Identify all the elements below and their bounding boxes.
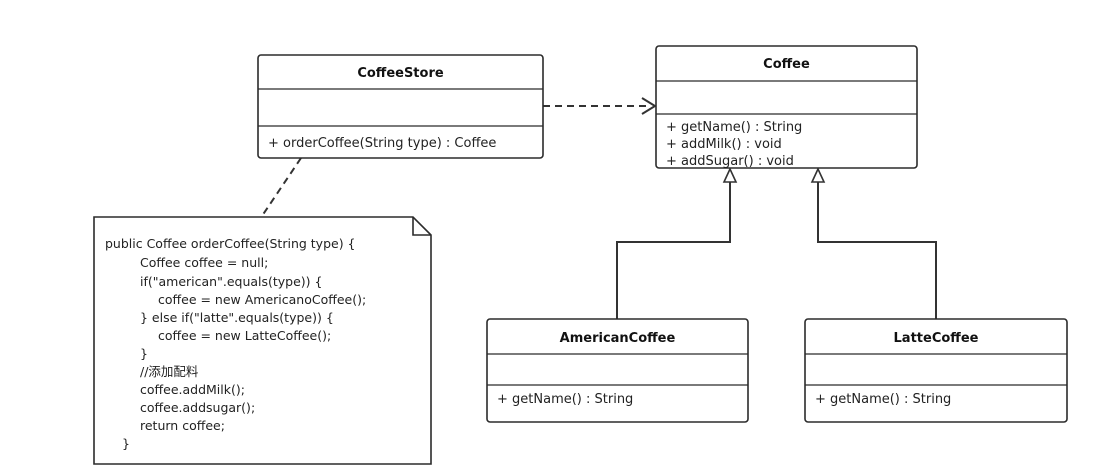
note-line: //添加配料 bbox=[140, 364, 199, 379]
note-anchor-line bbox=[261, 157, 302, 217]
method: + addSugar() : void bbox=[666, 154, 794, 169]
note-line: public Coffee orderCoffee(String type) { bbox=[105, 236, 356, 251]
note-line: } bbox=[140, 346, 148, 361]
class-american-coffee[interactable]: AmericanCoffee + getName() : String bbox=[486, 318, 749, 423]
generalization-arrowhead-american bbox=[722, 167, 738, 183]
generalization-line-american bbox=[616, 182, 731, 319]
note-line: Coffee coffee = null; bbox=[140, 255, 268, 270]
dependency-arrowhead bbox=[641, 97, 657, 115]
method: + orderCoffee(String type) : Coffee bbox=[268, 136, 496, 151]
note-line: } bbox=[122, 436, 130, 451]
note-line: coffee.addMilk(); bbox=[140, 382, 245, 397]
class-name: CoffeeStore bbox=[357, 66, 444, 81]
class-coffee[interactable]: Coffee + getName() : String + addMilk() … bbox=[655, 45, 918, 169]
note-line: if("american".equals(type)) { bbox=[140, 274, 323, 289]
class-name: LatteCoffee bbox=[894, 331, 979, 346]
note-line: coffee = new AmericanoCoffee(); bbox=[158, 292, 366, 307]
note-line: coffee = new LatteCoffee(); bbox=[158, 328, 331, 343]
method: + getName() : String bbox=[666, 120, 802, 135]
note-line: return coffee; bbox=[140, 418, 225, 433]
class-coffee-store[interactable]: CoffeeStore + orderCoffee(String type) :… bbox=[257, 54, 544, 159]
method: + addMilk() : void bbox=[666, 137, 782, 152]
method: + getName() : String bbox=[497, 392, 633, 407]
method: + getName() : String bbox=[815, 392, 951, 407]
class-latte-coffee[interactable]: LatteCoffee + getName() : String bbox=[804, 318, 1068, 423]
class-name: AmericanCoffee bbox=[560, 331, 676, 346]
note-line: coffee.addsugar(); bbox=[140, 400, 255, 415]
class-name: Coffee bbox=[763, 57, 810, 72]
note-line: } else if("latte".equals(type)) { bbox=[140, 310, 334, 325]
generalization-arrowhead-latte bbox=[810, 167, 826, 183]
note-order-coffee[interactable]: public Coffee orderCoffee(String type) {… bbox=[93, 216, 432, 465]
generalization-line-latte bbox=[817, 182, 937, 319]
